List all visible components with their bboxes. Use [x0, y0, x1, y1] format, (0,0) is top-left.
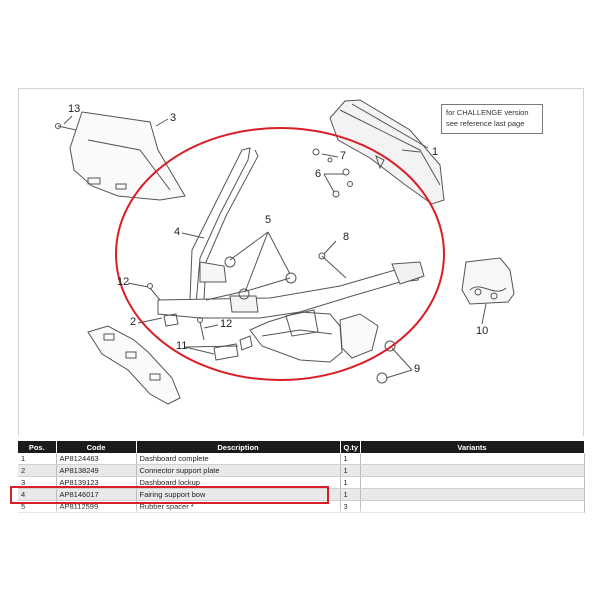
header-variants: Variants	[360, 441, 585, 453]
note-line-1: for CHALLENGE version	[446, 108, 529, 117]
highlighted-row-box	[10, 486, 329, 504]
table-row-highlighted: 4 AP8146017 Fairing support bow 1	[18, 488, 585, 501]
part-1-dashboard	[329, 99, 445, 205]
page-cutoff-fade	[18, 506, 584, 518]
cell-variants	[360, 476, 585, 489]
part-13-screw	[57, 125, 77, 131]
callout-1: 1	[432, 146, 439, 158]
cell-pos: 2	[18, 464, 57, 477]
cell-description: Fairing support bow	[136, 488, 341, 501]
table-row: 1 AP8124463 Dashboard complete 1	[18, 453, 585, 465]
callout-12-center: 12	[220, 318, 233, 330]
cell-code: AP8138249	[56, 464, 137, 477]
cell-description: Dashboard complete	[136, 453, 341, 465]
cell-variants	[360, 464, 585, 477]
part-5-spacer	[224, 256, 236, 268]
callout-5: 5	[265, 214, 272, 226]
callout-7: 7	[340, 150, 347, 162]
callout-3: 3	[170, 112, 177, 124]
callout-9: 9	[414, 363, 421, 375]
header-qty: Q.ty	[340, 441, 361, 453]
cell-description: Dashboard lockup	[136, 476, 341, 489]
callout-11: 11	[176, 340, 188, 352]
challenge-version-note: for CHALLENGE version see reference last…	[441, 104, 543, 134]
cell-variants	[360, 453, 585, 465]
cell-qty: 1	[340, 464, 361, 477]
cell-code: AP8124463	[56, 453, 137, 465]
part-10-connector-kit	[461, 257, 515, 305]
cell-pos: 3	[18, 476, 57, 489]
cell-code: AP8139123	[56, 476, 137, 489]
cell-qty: 1	[340, 453, 361, 465]
cell-qty: 1	[340, 476, 361, 489]
header-code: Code	[56, 441, 137, 453]
table-row: 3 AP8139123 Dashboard lockup 1	[18, 476, 585, 489]
part-8-bolt	[321, 255, 347, 279]
highlight-ellipse	[115, 127, 445, 381]
cell-pos: 4	[18, 488, 57, 501]
cell-qty: 1	[340, 488, 361, 501]
cell-pos: 1	[18, 453, 57, 465]
table-header-row: Pos. Code Description Q.ty Variants	[18, 441, 585, 453]
callout-8: 8	[343, 231, 350, 243]
header-description: Description	[136, 441, 341, 453]
cell-code: AP8146017	[56, 488, 137, 501]
header-pos: Pos.	[18, 441, 57, 453]
note-line-2: see reference last page	[446, 119, 525, 128]
diagram-frame	[18, 88, 584, 436]
callout-12-left: 12	[117, 276, 130, 288]
part-2-connector-plate	[87, 325, 181, 405]
cell-variants	[360, 488, 585, 501]
callout-13: 13	[68, 103, 81, 115]
callout-4: 4	[174, 226, 181, 238]
cell-description: Connector support plate	[136, 464, 341, 477]
callout-10: 10	[476, 325, 489, 337]
table-row: 2 AP8138249 Connector support plate 1	[18, 464, 585, 477]
callout-2: 2	[130, 316, 137, 328]
callout-6: 6	[315, 168, 322, 180]
